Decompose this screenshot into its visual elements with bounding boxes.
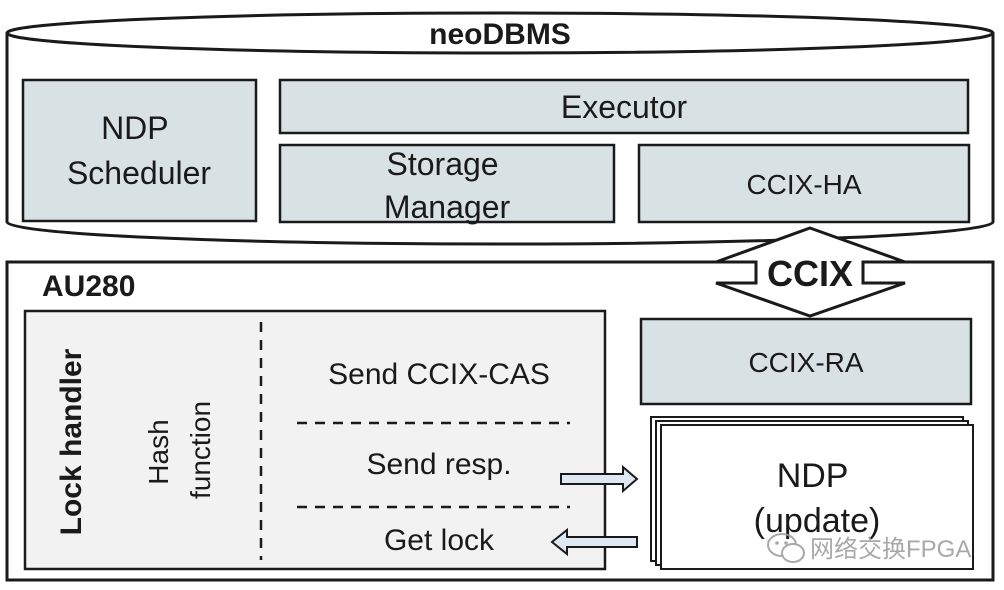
function-label: function	[185, 401, 216, 499]
send-ccix-cas-label: Send CCIX-CAS	[328, 358, 550, 391]
svg-text:Storage Manager: Storage Manager	[384, 146, 511, 225]
wechat-icon	[767, 533, 805, 563]
get-lock-label: Get lock	[384, 524, 495, 557]
send-resp-label: Send resp.	[366, 448, 511, 481]
ndp-scheduler-line-1: NDP	[101, 110, 168, 146]
watermark-text: 网络交换FPGA	[810, 536, 971, 563]
watermark: 网络交换FPGA	[767, 533, 971, 563]
storage-manager-line-2: Manager	[384, 189, 511, 225]
ccix-ha-box: CCIX-HA	[637, 143, 971, 224]
ndp-unit-line-2: (update)	[754, 502, 881, 540]
lock-handler-label: Lock handler	[55, 348, 88, 535]
au280-title: AU280	[42, 270, 135, 303]
send-resp-arrow	[560, 464, 639, 494]
ccix-ra-label: CCIX-RA	[748, 347, 863, 378]
ccix-link-arrow: CCIX	[715, 226, 906, 318]
ccix-ra-box: CCIX-RA	[639, 317, 973, 406]
ndp-scheduler-box: NDP Scheduler	[21, 78, 258, 223]
storage-manager-box: Storage Manager	[278, 143, 616, 225]
svg-text:NDP Scheduler: NDP Scheduler	[67, 110, 211, 191]
neodbms-title: neoDBMS	[429, 18, 571, 51]
ndp-unit-line-1: NDP	[777, 457, 848, 495]
ccix-ha-label: CCIX-HA	[746, 169, 861, 200]
get-lock-arrow	[550, 527, 638, 557]
lock-handler-box: Lock handler Hash function Send CCIX-CAS…	[23, 309, 607, 571]
svg-text:NDP (update): NDP (update)	[754, 457, 881, 540]
hash-label: Hash	[143, 419, 174, 484]
ccix-link-label: CCIX	[767, 253, 853, 294]
ndp-update-stack: NDP (update)	[650, 416, 974, 570]
storage-manager-line-1: Storage	[387, 146, 499, 182]
executor-box: Executor	[278, 78, 970, 135]
executor-label: Executor	[561, 89, 688, 125]
ndp-scheduler-line-2: Scheduler	[67, 155, 211, 191]
